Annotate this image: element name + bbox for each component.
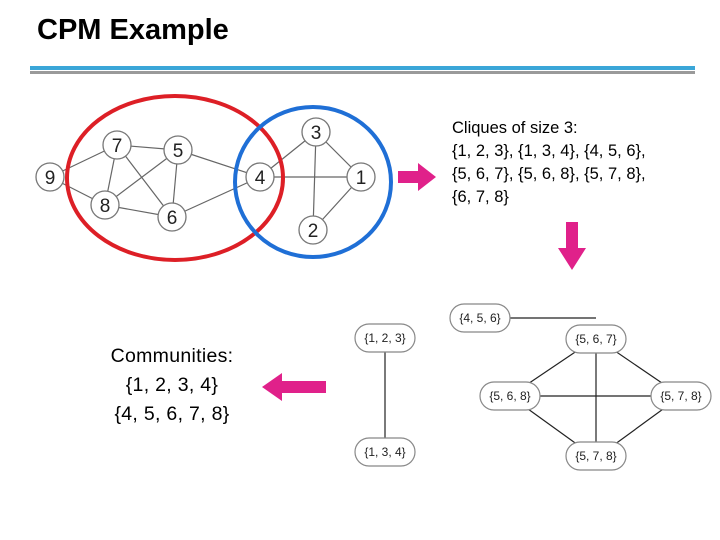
clique-node: {1, 2, 3} (354, 323, 416, 353)
edge-3-2 (312, 131, 317, 231)
node-2: 2 (298, 215, 328, 245)
cliques-line: {6, 7, 8} (452, 188, 509, 206)
original-graph: 9 7 5 8 6 4 3 1 2 (35, 117, 376, 245)
arrow-right-icon (398, 163, 436, 191)
communities-line: {1, 2, 3, 4} (125, 374, 219, 396)
slide-title: CPM Example (37, 14, 229, 46)
communities-line: {4, 5, 6, 7, 8} (114, 403, 230, 425)
edge-7-6 (116, 144, 173, 218)
node-label: 4 (255, 168, 266, 189)
cliques-line: {5, 6, 7}, {5, 6, 8}, {5, 7, 8}, (452, 165, 646, 183)
cliques-text: Cliques of size 3: {1, 2, 3}, {1, 3, 4},… (452, 117, 712, 209)
communities-text: Communities: {1, 2, 3, 4} {4, 5, 6, 7, 8… (62, 342, 282, 429)
clique-graph: {4, 5, 6} {5, 6, 7} {5, 6, 8} {5, 7, 8} … (354, 303, 712, 471)
clique-label: {5, 7, 8} (660, 389, 701, 403)
communities-heading: Communities: (110, 345, 234, 367)
node-label: 9 (45, 168, 56, 189)
clique-label: {1, 2, 3} (364, 331, 405, 345)
node-4: 4 (245, 162, 275, 192)
node-3: 3 (301, 117, 331, 147)
node-label: 6 (167, 208, 178, 229)
clique-label: {1, 3, 4} (364, 445, 405, 459)
clique-node: {5, 6, 8} (479, 381, 541, 411)
title-underline-gray (30, 71, 695, 74)
title-underline-blue (30, 66, 695, 70)
node-1: 1 (346, 162, 376, 192)
node-5: 5 (163, 135, 193, 165)
edge-8-5 (104, 149, 179, 206)
node-6: 6 (157, 202, 187, 232)
node-label: 1 (356, 168, 367, 189)
clique-label: {5, 6, 8} (489, 389, 530, 403)
clique-label: {4, 5, 6} (459, 311, 500, 325)
node-label: 3 (311, 123, 322, 144)
edge-6-4 (171, 176, 261, 218)
clique-label: {5, 6, 7} (575, 332, 616, 346)
cliques-line: {1, 2, 3}, {1, 3, 4}, {4, 5, 6}, (452, 142, 646, 160)
node-9: 9 (35, 162, 65, 192)
clique-node: {1, 3, 4} (354, 437, 416, 467)
community-ellipse-blue (233, 105, 393, 259)
clique-label: {5, 7, 8} (575, 449, 616, 463)
node-label: 7 (112, 136, 123, 157)
node-8: 8 (90, 190, 120, 220)
clique-node: {5, 7, 8} (565, 441, 627, 471)
clique-node: {5, 7, 8} (650, 381, 712, 411)
node-label: 5 (173, 141, 184, 162)
clique-node: {5, 6, 7} (565, 324, 627, 354)
node-7: 7 (102, 130, 132, 160)
community-ellipse-red (65, 94, 285, 262)
cliques-heading: Cliques of size 3: (452, 119, 578, 137)
clique-node: {4, 5, 6} (449, 303, 511, 333)
arrow-left-icon (262, 373, 326, 401)
node-label: 2 (308, 221, 319, 242)
arrow-down-icon (558, 222, 586, 270)
node-label: 8 (100, 196, 111, 217)
